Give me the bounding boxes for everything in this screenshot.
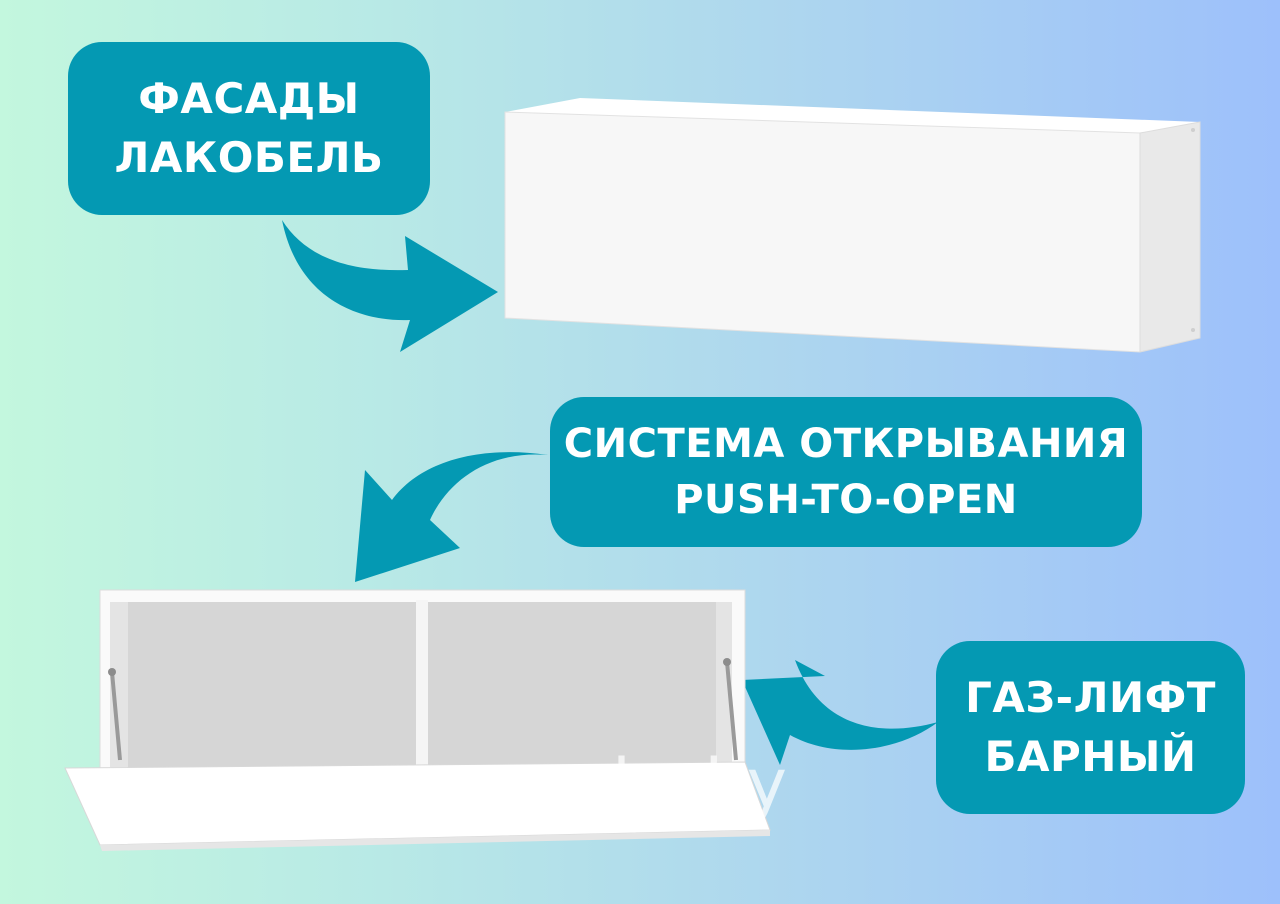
- callout-opening-system-line2: PUSH-TO-OPEN: [674, 477, 1018, 523]
- callout-gas-lift-line1: ГАЗ-ЛИФТ: [965, 672, 1216, 722]
- arrow-to-cabinet-icon: [282, 220, 498, 352]
- watermark-text: comby.by: [470, 745, 787, 824]
- callout-gas-lift: ГАЗ-ЛИФТ БАРНЫЙ: [936, 641, 1245, 814]
- arrow-to-gas-lift-icon: [742, 660, 938, 765]
- closed-cabinet: [504, 98, 1201, 353]
- callout-facades: ФАСАДЫ ЛАКОБЕЛЬ: [68, 42, 430, 215]
- callout-opening-system-line1: СИСТЕМА ОТКРЫВАНИЯ: [563, 421, 1129, 467]
- arrow-to-opening-icon: [355, 452, 548, 582]
- callout-opening-system: СИСТЕМА ОТКРЫВАНИЯ PUSH-TO-OPEN: [550, 397, 1142, 547]
- open-cabinet: [64, 589, 771, 851]
- callout-facades-line2: ЛАКОБЕЛЬ: [114, 132, 384, 182]
- callout-facades-line1: ФАСАДЫ: [138, 73, 360, 123]
- callout-gas-lift-line2: БАРНЫЙ: [984, 731, 1197, 781]
